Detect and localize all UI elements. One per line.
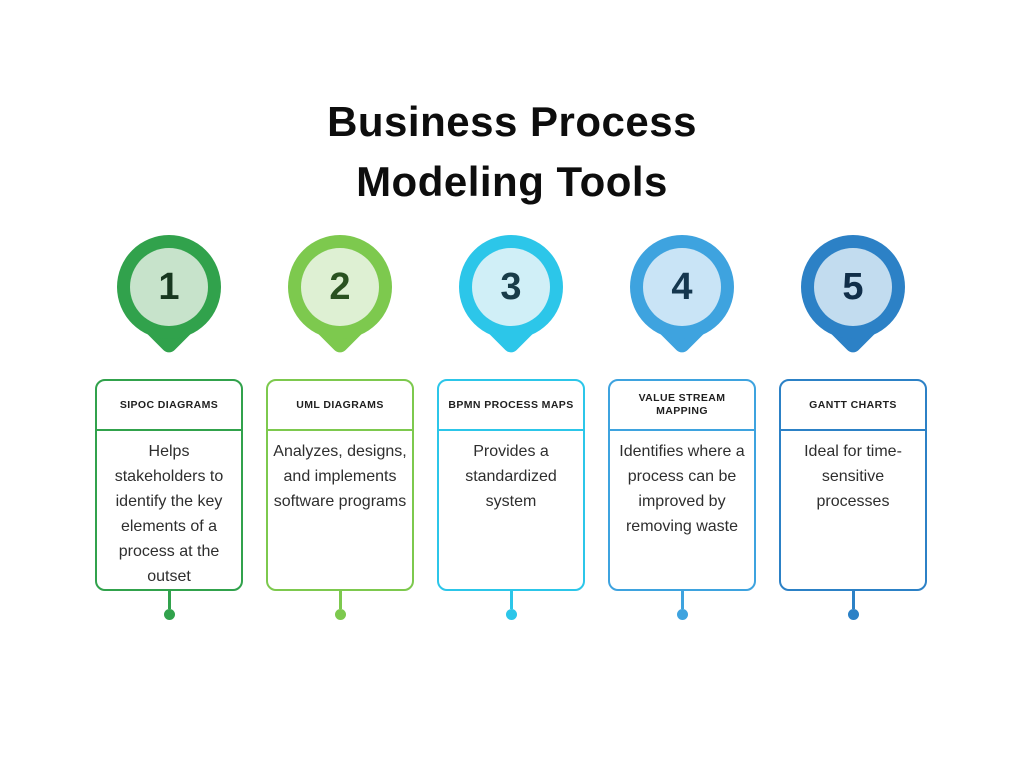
- number-pin-icon: 2: [288, 235, 392, 356]
- tool-card-heading-text: SIPOC DIAGRAMS: [119, 398, 219, 411]
- tool-card-heading: BPMN PROCESS MAPS: [439, 381, 583, 431]
- tools-row: 1 SIPOC DIAGRAMS Helps stakeholders to i…: [95, 235, 927, 620]
- tool-column: 1 SIPOC DIAGRAMS Helps stakeholders to i…: [95, 235, 243, 620]
- tool-card: VALUE STREAM MAPPING Identifies where a …: [608, 379, 756, 591]
- pin-inner-circle: 3: [472, 248, 550, 326]
- tool-card-description-text: Identifies where a process can be improv…: [619, 443, 745, 535]
- tool-card-heading-text: VALUE STREAM MAPPING: [638, 392, 726, 417]
- connector-line: [509, 591, 513, 609]
- tool-card-description: Provides a standardized system: [439, 431, 583, 514]
- tool-card-heading-text: GANTT CHARTS: [809, 398, 897, 411]
- tool-column: 3 BPMN PROCESS MAPS Provides a standardi…: [437, 235, 585, 620]
- page-title-line2: Modeling Tools: [356, 158, 668, 205]
- number-pin-icon: 1: [117, 235, 221, 356]
- tool-card: GANTT CHARTS Ideal for time-sensitive pr…: [779, 379, 927, 591]
- number-pin-icon: 5: [801, 235, 905, 356]
- step-number: 1: [158, 266, 180, 308]
- step-number: 4: [671, 266, 693, 308]
- end-dot-icon: [163, 609, 175, 620]
- pin-inner-circle: 2: [301, 248, 379, 326]
- step-number: 3: [500, 266, 522, 308]
- tool-card-description-text: Ideal for time-sensitive processes: [804, 443, 902, 510]
- number-pin-icon: 4: [630, 235, 734, 356]
- tool-column: 4 VALUE STREAM MAPPING Identifies where …: [608, 235, 756, 620]
- tool-card-heading: UML DIAGRAMS: [268, 381, 412, 431]
- pin-inner-circle: 1: [130, 248, 208, 326]
- tool-column: 2 UML DIAGRAMS Analyzes, designs, and im…: [266, 235, 414, 620]
- end-dot-icon: [847, 609, 859, 620]
- page-title: Business Process Modeling Tools: [0, 92, 1024, 212]
- tool-card-description-text: Provides a standardized system: [465, 443, 557, 510]
- end-dot-icon: [334, 609, 346, 620]
- tool-card-description: Analyzes, designs, and implements softwa…: [268, 431, 412, 514]
- step-number: 2: [329, 266, 351, 308]
- tool-card: SIPOC DIAGRAMS Helps stakeholders to ide…: [95, 379, 243, 591]
- connector-line: [680, 591, 684, 609]
- step-number: 5: [842, 266, 864, 308]
- connector-line: [338, 591, 342, 609]
- tool-card-description-text: Analyzes, designs, and implements softwa…: [273, 443, 407, 510]
- tool-card-heading: VALUE STREAM MAPPING: [610, 381, 754, 431]
- tool-card-heading: GANTT CHARTS: [781, 381, 925, 431]
- tool-card-heading-text: UML DIAGRAMS: [296, 398, 384, 411]
- tool-column: 5 GANTT CHARTS Ideal for time-sensitive …: [779, 235, 927, 620]
- tool-card-heading-text: BPMN PROCESS MAPS: [448, 398, 574, 411]
- tool-card-description-text: Helps stakeholders to identify the key e…: [114, 443, 224, 585]
- end-dot-icon: [505, 609, 517, 620]
- page-title-line1: Business Process: [327, 98, 697, 145]
- connector-line: [851, 591, 855, 609]
- tool-card-description: Identifies where a process can be improv…: [610, 431, 754, 539]
- tool-card: UML DIAGRAMS Analyzes, designs, and impl…: [266, 379, 414, 591]
- connector-line: [167, 591, 171, 609]
- pin-inner-circle: 4: [643, 248, 721, 326]
- tool-card-description: Helps stakeholders to identify the key e…: [97, 431, 241, 589]
- pin-inner-circle: 5: [814, 248, 892, 326]
- number-pin-icon: 3: [459, 235, 563, 356]
- tool-card-heading: SIPOC DIAGRAMS: [97, 381, 241, 431]
- end-dot-icon: [676, 609, 688, 620]
- tool-card-description: Ideal for time-sensitive processes: [781, 431, 925, 514]
- tool-card: BPMN PROCESS MAPS Provides a standardize…: [437, 379, 585, 591]
